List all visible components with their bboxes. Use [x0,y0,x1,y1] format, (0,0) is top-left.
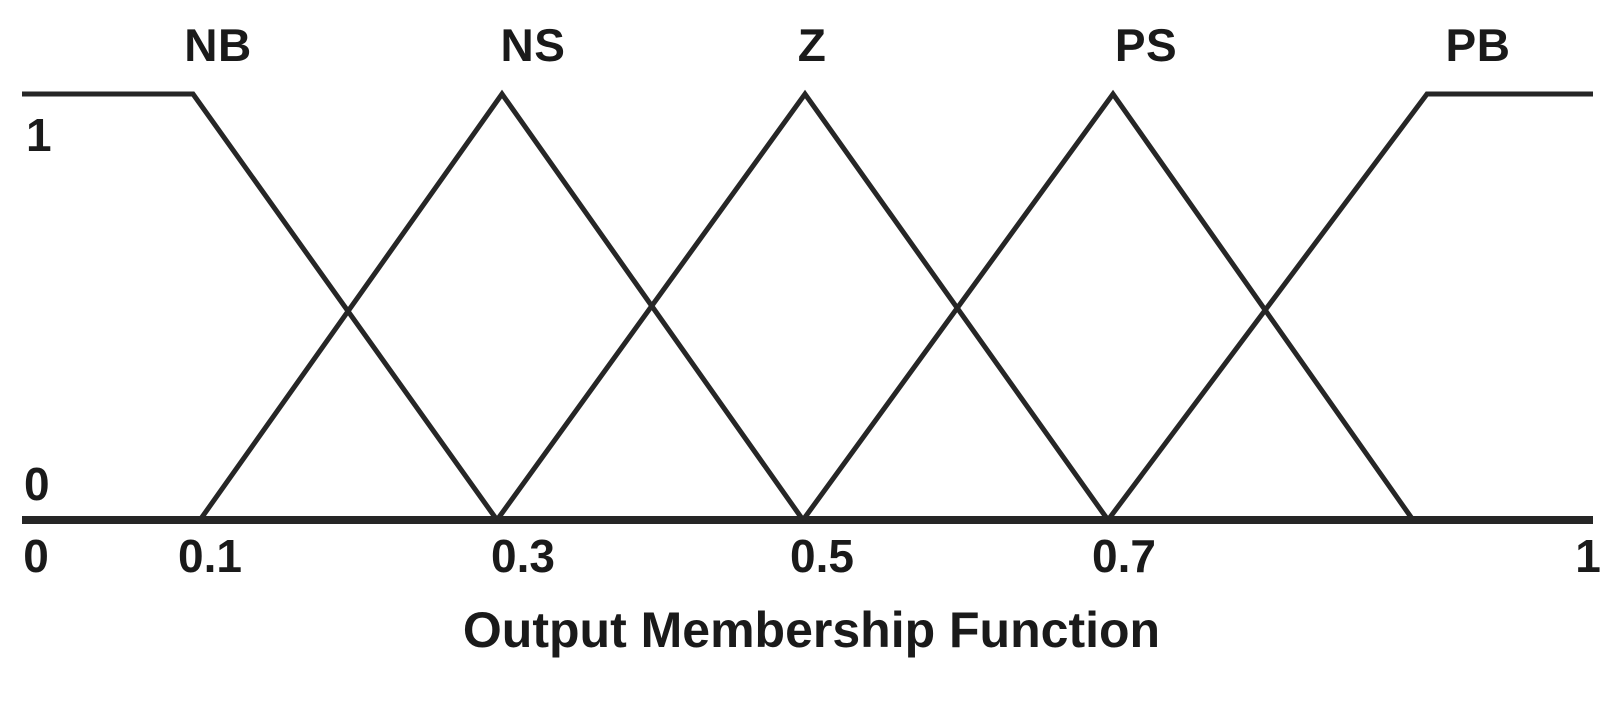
curve-nb [22,91,500,522]
set-label-nb: NB [184,19,252,71]
x-tick-label-1: 1 [1575,530,1601,582]
curve-ns [197,89,806,522]
y-tick-label-0: 0 [24,458,50,510]
curve-ps [800,89,1416,522]
curve-pb [1105,91,1593,522]
x-tick-label-0: 0 [23,530,49,582]
y-tick-label-1: 1 [26,109,52,161]
set-label-z: Z [797,19,827,71]
axis-title: Output Membership Function [462,602,1161,658]
set-label-ns: NS [500,19,566,71]
curve-z [494,89,1111,522]
set-label-ps: PS [1114,19,1178,71]
x-tick-label-0-5: 0.5 [790,530,854,582]
x-tick-label-0-7: 0.7 [1092,530,1156,582]
x-tick-label-0-1: 0.1 [178,530,242,582]
set-label-pb: PB [1445,19,1511,71]
x-tick-label-0-3: 0.3 [491,530,555,582]
